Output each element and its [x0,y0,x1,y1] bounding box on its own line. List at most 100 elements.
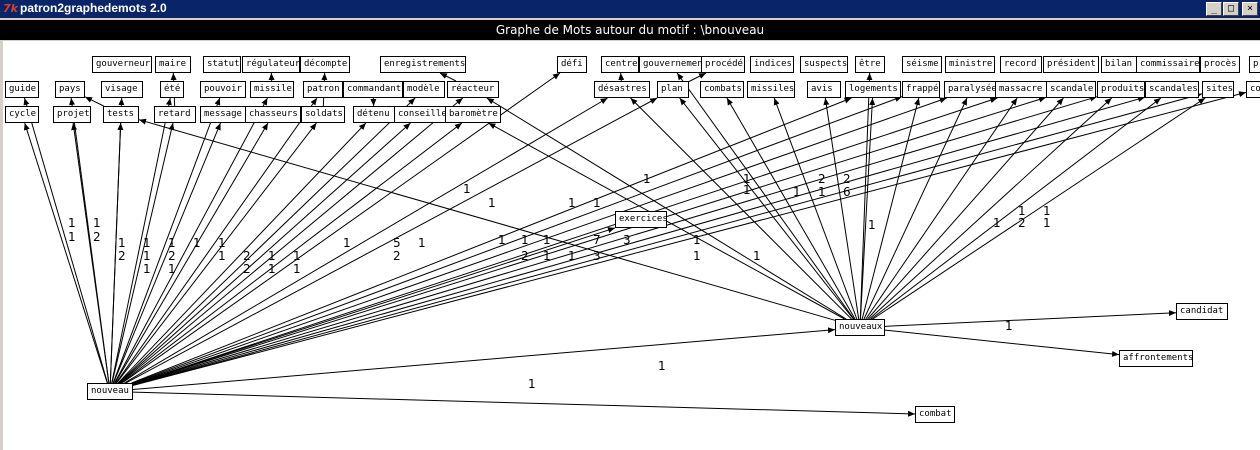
graph-node-scandale[interactable]: scandale [1046,81,1096,98]
edge-weight-label: 1 [193,236,201,250]
graph-node-maire[interactable]: maire [155,56,191,73]
graph-node-p_cut[interactable]: p [1249,56,1260,73]
graph-node-combat[interactable]: combat [915,406,955,423]
edge-weight-label: 1 [1005,319,1013,333]
edge-weight-label: 2 [118,249,126,263]
graph-edge [618,72,625,82]
graph-node-chasseurs[interactable]: chasseurs [245,106,301,123]
graph-node-candidat[interactable]: candidat [1176,303,1228,320]
graph-edge [867,97,1064,320]
graph-header-title: Graphe de Mots autour du motif : \bnouve… [0,20,1260,40]
graph-node-missiles[interactable]: missiles [747,81,795,98]
edge-weight-label: 1 [93,216,101,230]
maximize-button[interactable]: □ [1223,2,1239,16]
graph-edge [132,327,836,391]
graph-edge [23,97,109,384]
graph-node-etre[interactable]: être [855,56,885,73]
graph-edge [84,96,104,107]
graph-node-gouvernement[interactable]: gouvernement [639,56,708,73]
graph-node-scandales[interactable]: scandales [1145,81,1199,98]
graph-edge [121,72,561,384]
graph-node-cycle[interactable]: cycle [5,106,39,123]
graph-node-proces[interactable]: procès [1200,56,1240,73]
graph-node-president[interactable]: président [1043,56,1099,73]
graph-node-suspects[interactable]: suspects [800,56,848,73]
graph-node-paralysee[interactable]: paralysée [944,81,998,98]
graph-edge [884,310,1177,327]
graph-node-frappe[interactable]: frappé [902,81,940,98]
graph-node-missile[interactable]: missile [250,81,294,98]
graph-node-commissaires[interactable]: commissaires [1136,56,1205,73]
graph-node-affrontements[interactable]: affrontements [1119,350,1193,367]
graph-edge [439,72,457,82]
graph-node-nouveaux[interactable]: nouveaux [835,319,885,336]
graph-node-plan[interactable]: plan [657,81,689,98]
edge-weight-label: 2 [818,172,826,186]
graph-node-massacre[interactable]: massacre [995,81,1051,98]
graph-node-decompte[interactable]: décompte [300,56,350,73]
graph-node-record[interactable]: record [1000,56,1042,73]
graph-node-commandant[interactable]: commandant [343,81,403,98]
graph-node-regulateur[interactable]: régulateur [242,56,300,73]
graph-node-combats[interactable]: combats [700,81,744,98]
minimize-button[interactable]: _ [1206,2,1222,16]
graph-node-logements[interactable]: logements [845,81,901,98]
edge-weight-label: 1 [343,236,351,250]
graph-edge [114,122,269,384]
graph-node-procede[interactable]: procédé [701,56,745,73]
graph-edge [112,97,221,384]
edge-weight-label: 1 [463,182,471,196]
window-titlebar[interactable]: 7k patron2graphedemots 2.0 _ □ × [0,0,1260,18]
graph-node-ete[interactable]: été [160,81,184,98]
graph-node-visage[interactable]: visage [101,81,143,98]
graph-node-soldats[interactable]: soldats [301,106,345,123]
graph-node-reacteur[interactable]: réacteur [447,81,499,98]
graph-node-co_cut[interactable]: co [1246,81,1260,98]
graph-edge [132,97,998,385]
graph-node-detenu[interactable]: détenu [353,106,395,123]
graph-node-produits[interactable]: produits [1097,81,1145,98]
graph-edge [111,122,175,384]
graph-node-enregistrements[interactable]: enregistrements [380,56,466,73]
graph-edge [119,97,464,384]
graph-edge [23,122,108,384]
graph-node-sites[interactable]: sites [1202,81,1234,98]
graph-node-defi[interactable]: défi [557,56,587,73]
graph-node-message[interactable]: message [200,106,248,123]
edge-weight-label: 1 [168,262,176,276]
edge-weight-label: 1 [743,183,751,197]
edge-weight-label: 1 [293,262,301,276]
edge-weight-label: 1 [68,230,76,244]
graph-node-statut[interactable]: statut [203,56,241,73]
graph-node-ministre[interactable]: ministre [945,56,995,73]
edge-weight-label: 1 [818,185,826,199]
graph-node-desastres[interactable]: désastres [594,81,650,98]
graph-node-barometre[interactable]: baromètre [445,106,501,123]
graph-node-retard[interactable]: retard [154,106,196,123]
graph-node-guide[interactable]: guide [5,81,39,98]
close-button[interactable]: × [1242,2,1258,16]
graph-edge [113,122,221,384]
graph-node-tests[interactable]: tests [103,106,139,123]
graph-node-nouveau[interactable]: nouveau [87,383,133,400]
graph-node-exercices[interactable]: exercices [615,211,668,228]
graph-edge [132,391,916,417]
graph-node-projet[interactable]: projet [53,106,91,123]
edge-weight-label: 1 [868,218,876,232]
graph-node-bilan[interactable]: bilan [1101,56,1139,73]
graph-node-avis[interactable]: avis [807,81,841,98]
graph-node-seisme[interactable]: séisme [902,56,942,73]
graph-node-conseiller[interactable]: conseiller [394,106,452,123]
graph-edge [132,91,1247,386]
graph-node-pouvoir[interactable]: pouvoir [200,81,246,98]
graph-node-centres[interactable]: centres [601,56,643,73]
graph-edge [823,97,860,320]
graph-node-patron[interactable]: patron [303,81,343,98]
graph-node-indices[interactable]: indices [750,56,794,73]
graph-node-modele[interactable]: modèle [403,81,445,98]
graph-node-pays[interactable]: pays [55,81,85,98]
edge-weight-label: 2 [168,249,176,263]
edge-weight-label: 1 [218,249,226,263]
graph-node-gouverneur[interactable]: gouverneur [92,56,152,73]
